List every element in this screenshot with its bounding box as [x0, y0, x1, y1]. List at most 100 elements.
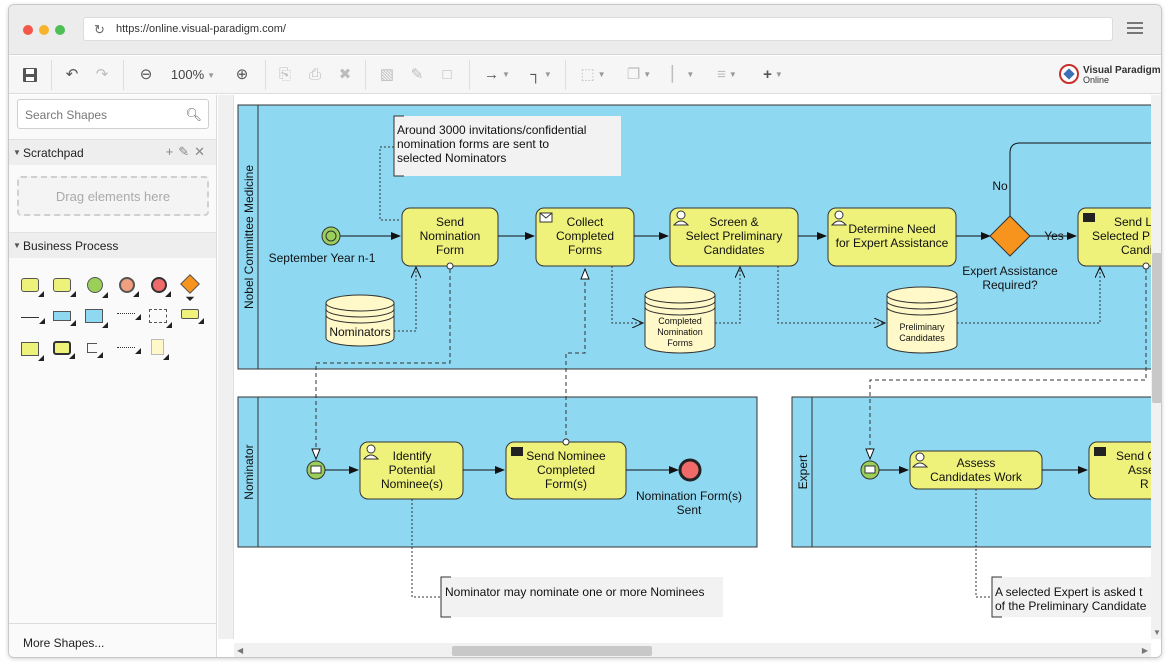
group-shape-icon[interactable] [149, 309, 167, 323]
edit-icon[interactable]: ✎ [178, 144, 194, 159]
end-event-line2: Sent [677, 503, 702, 517]
bpmn-diagram[interactable]: Nobel Committee Medicine Nominator Exper… [218, 95, 1151, 643]
datastore-completed-forms[interactable]: Completed Nomination Forms [645, 287, 715, 353]
search-placeholder: Search Shapes [25, 108, 107, 122]
gateway-shape-icon[interactable] [180, 274, 200, 294]
close-icon[interactable]: ✕ [194, 144, 210, 159]
business-process-header[interactable]: ▼ Business Process [9, 232, 216, 258]
shadow-icon[interactable]: □ [437, 64, 457, 86]
scroll-right-arrow-icon[interactable]: ▶ [1142, 646, 1148, 655]
more-shapes-button[interactable]: More Shapes... [9, 623, 216, 658]
search-icon[interactable]: 🔍︎ [185, 107, 202, 123]
sequence-flow-shape-icon[interactable] [21, 317, 39, 318]
scratchpad-header[interactable]: ▼ Scratchpad +✎✕ [9, 139, 216, 165]
task-determine-need[interactable]: Determine Need for Expert Assistance [828, 208, 956, 266]
data-object-shape-icon[interactable] [151, 339, 164, 355]
annotation-invitations-line2: nomination forms are sent to [397, 137, 549, 151]
collapse-triangle-icon[interactable]: ▼ [13, 148, 21, 157]
address-bar[interactable]: ↻ https://online.visual-paradigm.com/ [83, 17, 1113, 41]
hamburger-menu-icon[interactable] [1127, 22, 1143, 34]
add-icon[interactable]: +▼ [755, 64, 791, 86]
reload-icon[interactable]: ↻ [94, 22, 105, 38]
task-send-nominee-line3: Form(s) [545, 477, 587, 491]
paste-icon[interactable]: ⎙ [305, 64, 325, 86]
annotation-nominator-text: Nominator may nominate one or more Nomin… [445, 585, 704, 599]
message-flow-shape-icon[interactable] [117, 313, 135, 314]
subprocess-shape-icon[interactable] [53, 278, 71, 292]
scroll-left-arrow-icon[interactable]: ◀ [237, 646, 243, 655]
event-subprocess-shape-icon[interactable] [53, 341, 71, 355]
collapse-triangle-icon[interactable]: ▼ [13, 241, 21, 250]
distribute-icon[interactable]: ≡▼ [709, 64, 745, 86]
delete-icon[interactable]: ✖ [335, 64, 355, 86]
transaction-shape-icon[interactable] [181, 309, 199, 319]
close-window-dot[interactable] [23, 25, 33, 35]
vertical-scroll-thumb[interactable] [1152, 253, 1162, 403]
gateway-no-label: No [992, 179, 1008, 193]
datastore-nominators[interactable]: Nominators [326, 295, 394, 346]
select-icon[interactable]: ⬚▼ [575, 64, 611, 86]
annotation-invitations-line1: Around 3000 invitations/confidential [397, 123, 586, 137]
task-send-nomination-line2: Nomination [420, 229, 481, 243]
task-identify-nominees[interactable]: Identify Potential Nominee(s) [360, 442, 463, 499]
scroll-down-arrow-icon[interactable]: ▼ [1153, 628, 1161, 637]
vertical-scrollbar[interactable]: ▼ [1151, 95, 1162, 639]
copy-icon[interactable]: ⎘ [275, 64, 295, 86]
datastore-preliminary-candidates[interactable]: Preliminary Candidates [887, 287, 957, 353]
pool-shape-icon[interactable] [85, 309, 103, 323]
minimize-window-dot[interactable] [39, 25, 49, 35]
task-collect-line2: Completed [556, 229, 614, 243]
diagram-canvas[interactable]: Nobel Committee Medicine Nominator Exper… [218, 95, 1162, 658]
zoom-select[interactable]: 100%▼ [165, 64, 221, 86]
zoom-out-icon[interactable]: ⊖ [135, 64, 157, 86]
line-color-icon[interactable]: ✎ [407, 64, 427, 86]
annotation-expert-note[interactable]: A selected Expert is asked t of the Prel… [992, 577, 1151, 617]
message-start-event-nominator[interactable] [307, 461, 325, 479]
horizontal-scroll-thumb[interactable] [452, 646, 652, 656]
end-event-shape-icon[interactable] [151, 277, 167, 293]
user-icon [677, 211, 685, 219]
task-send-list-candidates[interactable]: Send L Selected P Candi [1078, 208, 1151, 269]
search-shapes-input[interactable]: Search Shapes 🔍︎ [17, 99, 209, 129]
scratchpad-dropzone[interactable]: Drag elements here [17, 176, 209, 216]
maximize-window-dot[interactable] [55, 25, 65, 35]
horizontal-scrollbar[interactable]: ◀ ▶ [234, 643, 1151, 658]
task-collect-completed-forms[interactable]: Collect Completed Forms [536, 208, 634, 266]
add-icon[interactable]: + [166, 144, 179, 159]
dropzone-text: Drag elements here [19, 189, 207, 204]
zoom-in-icon[interactable]: ⊕ [231, 64, 253, 86]
pool-label-nominator: Nominator [242, 444, 256, 499]
align-icon[interactable]: ▏▼ [665, 64, 701, 86]
waypoint-style-icon[interactable]: ┐▼ [523, 64, 559, 86]
lane-shape-icon[interactable] [53, 311, 71, 321]
user-icon [367, 445, 375, 453]
user-icon [835, 211, 843, 219]
undo-icon[interactable]: ↶ [61, 64, 83, 86]
arrange-icon[interactable]: ❐▼ [621, 64, 657, 86]
task-send-expert-report[interactable]: Send C Asse R [1089, 442, 1151, 499]
annotation-invitations[interactable]: Around 3000 invitations/confidential nom… [394, 116, 621, 176]
intermediate-event-shape-icon[interactable] [119, 277, 135, 293]
annotation-shape-icon[interactable] [87, 343, 97, 353]
task-screen-select-candidates[interactable]: Screen & Select Preliminary Candidates [670, 208, 798, 266]
task-assess-candidates[interactable]: Assess Candidates Work [910, 451, 1042, 489]
start-event-shape-icon[interactable] [87, 277, 103, 293]
message-start-event-expert[interactable] [861, 461, 879, 479]
annotation-expert-line1: A selected Expert is asked t [995, 585, 1143, 599]
task-determine-line2: for Expert Assistance [836, 236, 949, 250]
task-assess-line2: Candidates Work [930, 470, 1023, 484]
annotation-expert-line2: of the Preliminary Candidate [995, 599, 1147, 613]
fill-color-icon[interactable]: ▧ [377, 64, 397, 86]
browser-titlebar: ↻ https://online.visual-paradigm.com/ [9, 5, 1161, 55]
association-shape-icon[interactable] [117, 347, 135, 348]
connector-style-icon[interactable]: →▼ [479, 64, 515, 86]
task-shape-icon[interactable] [21, 278, 39, 292]
save-icon[interactable] [19, 64, 41, 86]
task-send-nomination-form[interactable]: Send Nomination Form [402, 208, 498, 269]
task-send-nominee-forms[interactable]: Send Nominee Completed Form(s) [506, 439, 626, 499]
call-activity-shape-icon[interactable] [21, 342, 39, 356]
annotation-nominator-note[interactable]: Nominator may nominate one or more Nomin… [441, 577, 723, 617]
pool-label-nobel: Nobel Committee Medicine [242, 165, 256, 309]
datastore-completed-line2: Nomination [657, 327, 703, 337]
redo-icon[interactable]: ↷ [91, 64, 113, 86]
